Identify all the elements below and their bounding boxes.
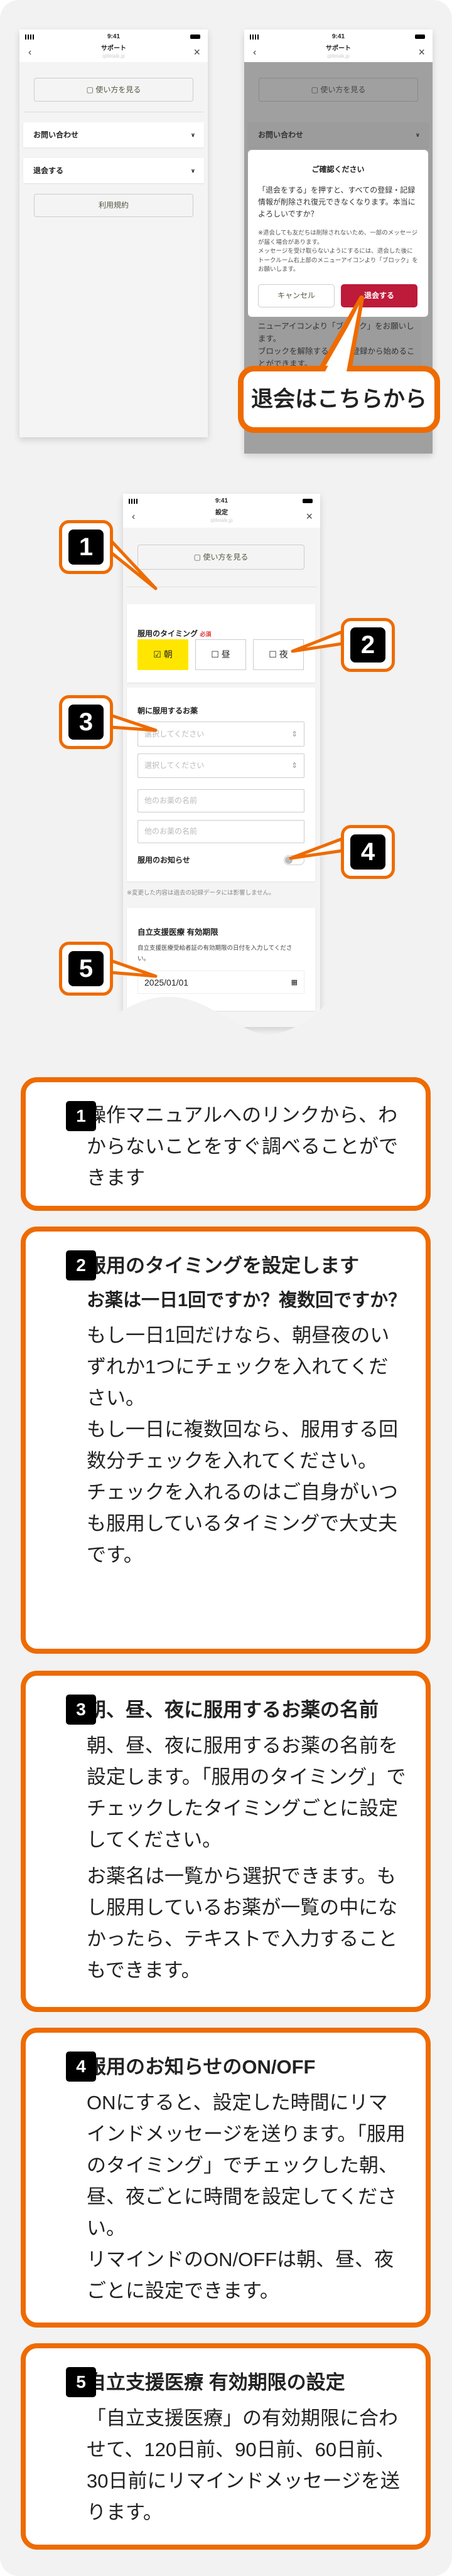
- status-bar: 9:41: [244, 29, 433, 45]
- checkbox-icon: ☐: [211, 649, 219, 659]
- torn-edge: [113, 996, 333, 1048]
- other-medicine-input-1[interactable]: 他のお薬の名前: [137, 789, 304, 812]
- info-box-5: 5 自立支援医療 有効期限の設定 「自立支援医療」の有効期限に合わせて、120日…: [21, 2343, 431, 2550]
- manual-button: ▢ 使い方を見る: [259, 78, 418, 102]
- back-icon[interactable]: ‹: [28, 47, 32, 58]
- calendar-icon: ▦: [291, 979, 298, 986]
- accordion-contact: お問い合わせ∨: [248, 122, 429, 147]
- callout-tail-cover: [325, 305, 359, 371]
- confirm-dialog: ご確認ください 「退会をする」を押すと、すべての登録・記録情報が削除され復元でき…: [248, 150, 428, 317]
- screen-url: qlifetalk.jp: [210, 518, 233, 523]
- cancel-button[interactable]: キャンセル: [258, 284, 335, 307]
- checkbox-icon: ☐: [269, 649, 277, 659]
- select-arrows-icon: ⇕: [291, 730, 298, 738]
- accordion-withdraw[interactable]: 退会する∨: [23, 158, 204, 183]
- morning-medicine-label: 朝に服用するお薬: [137, 706, 198, 715]
- screen-title: サポート: [101, 45, 126, 52]
- chevron-down-icon: ∨: [190, 168, 195, 174]
- expiry-card: 自立支援医療 有効期限 自立支援医療受給者証の有効期限の日付を入力してください。…: [127, 908, 315, 1011]
- change-note: ※変更した内容は過去の記録データには影響しません。: [127, 890, 275, 897]
- signal-icon: [129, 499, 137, 504]
- required-badge: 必須: [200, 631, 212, 637]
- close-icon[interactable]: ×: [418, 46, 425, 58]
- badge-3: 3: [59, 695, 113, 749]
- expiry-date-input[interactable]: 2025/01/01▦: [137, 971, 304, 994]
- nav-bar: ‹ 設定 qlifetalk.jp ×: [123, 509, 320, 528]
- info-box-4: 4 服用のお知らせのON/OFF ONにすると、設定した時間にリマインドメッセー…: [21, 2028, 431, 2328]
- battery-icon: [303, 499, 313, 503]
- settings-screen: 9:41 ‹ 設定 qlifetalk.jp × ▢ 使い方を見る 服用のタイミ…: [123, 494, 320, 1027]
- expiry-title: 自立支援医療 有効期限: [137, 928, 218, 937]
- battery-icon: [190, 35, 200, 39]
- medicine-select-2[interactable]: 選択してください⇕: [137, 753, 304, 778]
- info-box-2: 2 服用のタイミングを設定します お薬は一日1回ですか？複数回ですか？ もし一日…: [21, 1227, 431, 1654]
- badge-1: 1: [59, 520, 113, 574]
- timing-label: 服用のタイミング: [137, 629, 198, 638]
- nav-bar: ‹ サポート qlifetalk.jp ×: [19, 45, 208, 62]
- withdraw-callout: 退会はこちらから: [238, 366, 440, 433]
- signal-icon: [250, 35, 259, 40]
- checkbox-checked-icon: ☑: [153, 649, 161, 659]
- nav-bar: ‹ サポート qlifetalk.jp ×: [244, 45, 433, 62]
- status-bar: 9:41: [19, 29, 208, 45]
- badge-5: 5: [59, 942, 113, 996]
- timing-card: 服用のタイミング 必須 ☑ 朝 ☐ 昼 ☐ 夜: [127, 604, 315, 683]
- support-screen: 9:41 ‹ サポート qlifetalk.jp × ▢ 使い方を見る お問い合…: [19, 29, 208, 437]
- close-icon[interactable]: ×: [193, 46, 200, 58]
- screen-title: 設定: [215, 509, 228, 516]
- accordion-contact[interactable]: お問い合わせ∨: [23, 122, 204, 147]
- timing-noon-checkbox[interactable]: ☐ 昼: [195, 639, 246, 670]
- manual-button[interactable]: ▢ 使い方を見る: [34, 78, 193, 102]
- dialog-body: 「退会をする」を押すと、すべての登録・記録情報が削除され復元できなくなります。本…: [258, 186, 416, 218]
- timing-morning-checkbox[interactable]: ☑ 朝: [137, 639, 188, 670]
- battery-icon: [415, 35, 425, 39]
- dialog-note: ※退会しても友だちは削除されないため、一部のメッセージが届く場合があります。 メ…: [258, 230, 418, 273]
- terms-button[interactable]: 利用規約: [34, 194, 193, 217]
- back-icon[interactable]: ‹: [132, 511, 136, 522]
- info-box-1: 1 操作マニュアルへのリンクから、わからないことをすぐ調べることができます: [21, 1077, 431, 1211]
- withdraw-confirm-button[interactable]: 退会する: [341, 284, 417, 307]
- medicine-card: 朝に服用するお薬 選択してください⇕ 選択してください⇕ 他のお薬の名前 他のお…: [127, 688, 315, 881]
- screen-url: qlifetalk.jp: [102, 53, 125, 59]
- badge-2: 2: [341, 618, 395, 672]
- chevron-down-icon: ∨: [190, 132, 195, 138]
- back-icon[interactable]: ‹: [253, 47, 257, 58]
- book-icon: ▢: [86, 85, 96, 94]
- select-arrows-icon: ⇕: [291, 761, 298, 770]
- signal-icon: [25, 35, 34, 40]
- info-box-3: 3 朝、昼、夜に服用するお薬の名前 朝、昼、夜に服用するお薬の名前を設定します。…: [21, 1671, 431, 2012]
- other-medicine-input-2[interactable]: 他のお薬の名前: [137, 820, 304, 843]
- dialog-title: ご確認ください: [311, 165, 365, 174]
- medicine-select-1[interactable]: 選択してください⇕: [137, 721, 304, 747]
- badge-4: 4: [341, 825, 395, 879]
- close-icon[interactable]: ×: [306, 510, 313, 523]
- manual-button[interactable]: ▢ 使い方を見る: [137, 545, 304, 570]
- timing-night-checkbox[interactable]: ☐ 夜: [253, 639, 304, 670]
- expiry-description: 自立支援医療受給者証の有効期限の日付を入力してください。: [137, 945, 293, 962]
- notify-label: 服用のお知らせ: [137, 856, 190, 865]
- status-bar: 9:41: [123, 494, 320, 509]
- book-icon: ▢: [193, 553, 203, 562]
